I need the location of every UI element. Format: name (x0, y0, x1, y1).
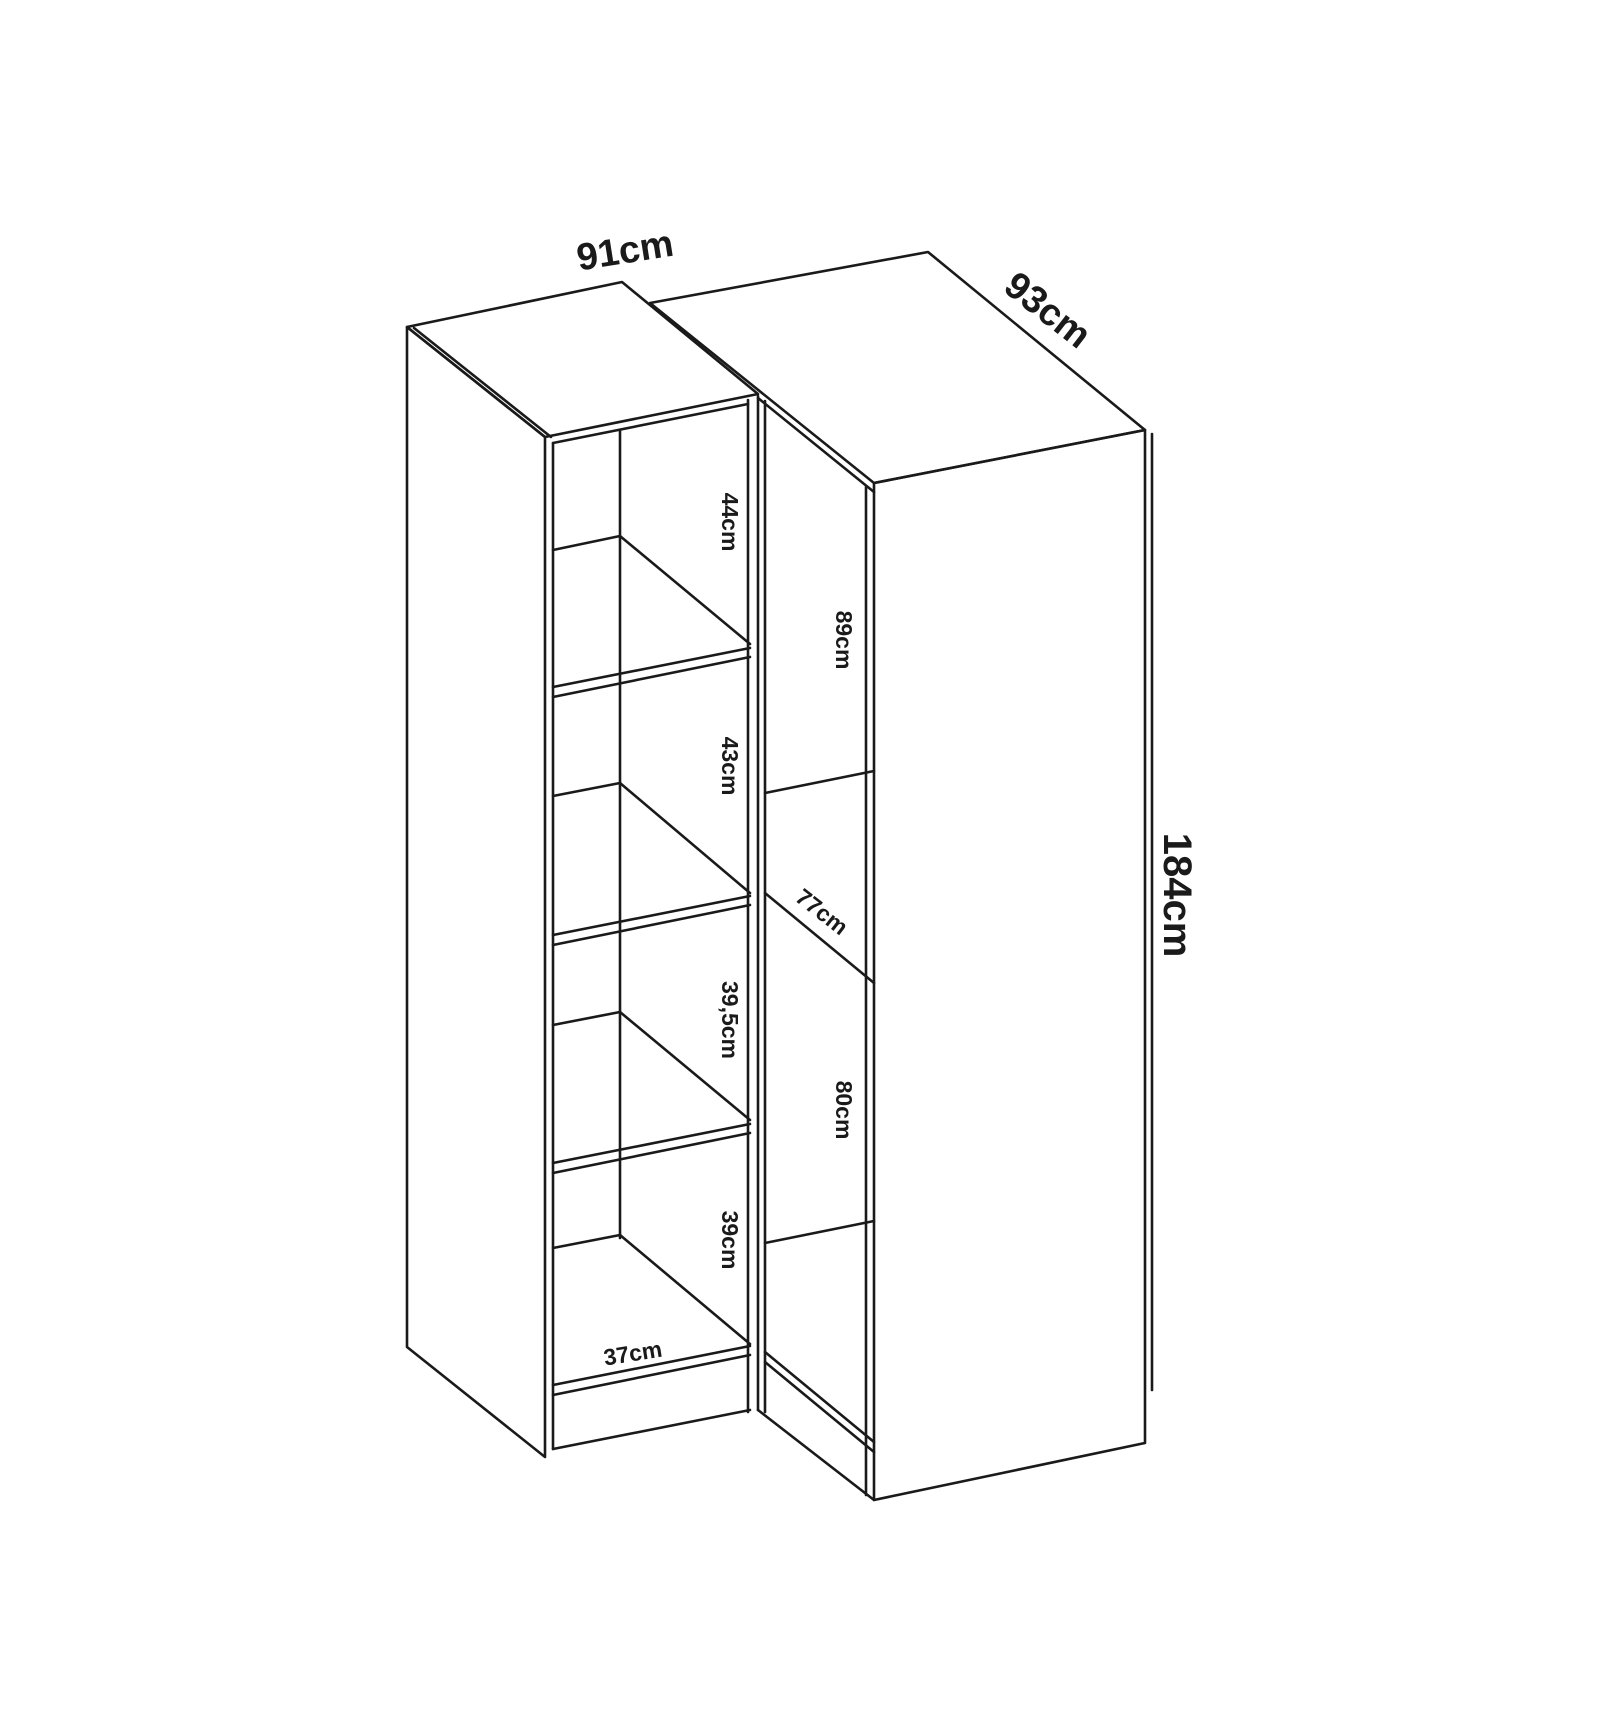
left-shelf-unit (405, 280, 760, 1459)
corner-bottom-slant-1 (763, 1350, 876, 1444)
shelf-2 (551, 781, 752, 947)
left-unit-top-front (551, 402, 750, 445)
dim-overall-depth: 93cm (996, 264, 1098, 357)
left-unit-bottom-edge (551, 1408, 752, 1451)
dim-corner-lower: 80cm (831, 1081, 857, 1140)
corner-bottom-slant-2 (763, 1360, 876, 1454)
left-unit-side-panel (405, 325, 547, 1459)
corner-base-edge (756, 1408, 876, 1502)
shelf-3 (551, 1010, 752, 1175)
dim-shelf-gap-4: 39cm (717, 1211, 743, 1270)
dim-overall-height: 184cm (1155, 833, 1199, 958)
right-door-panel (872, 428, 1147, 1502)
shelf-bottom (551, 1233, 752, 1397)
dim-shelf-gap-2: 43cm (717, 737, 743, 796)
dim-corner-diagonal: 77cm (791, 883, 853, 940)
right-door-unit (864, 428, 1154, 1502)
dim-overall-width: 91cm (574, 223, 677, 280)
dim-shelf-gap-1: 44cm (717, 493, 743, 552)
corner-top-thickness (756, 396, 876, 494)
dim-corner-upper: 89cm (831, 611, 857, 670)
corner-upper-shelf (763, 769, 876, 795)
corner-diagonal-shelf (763, 891, 876, 985)
corner-lower-shelf (763, 1219, 876, 1245)
dim-shelf-gap-3: 39,5cm (717, 981, 743, 1059)
corner-section (648, 250, 1147, 1502)
shelf-1 (551, 534, 752, 699)
left-unit-top-thickness (412, 326, 553, 439)
